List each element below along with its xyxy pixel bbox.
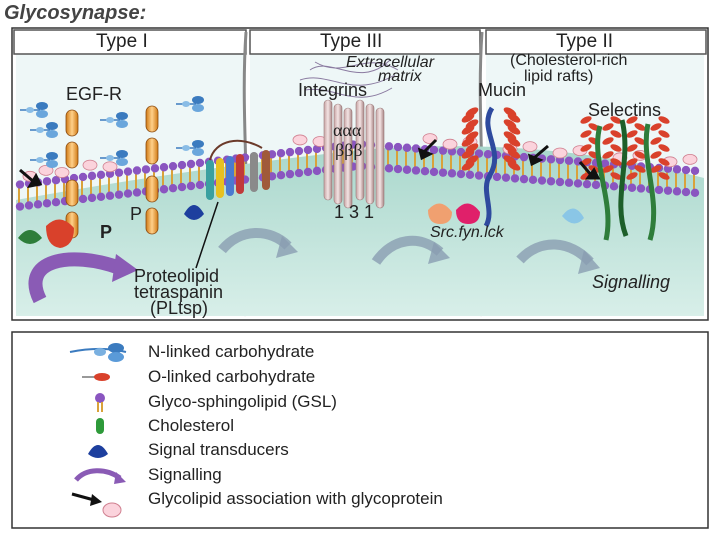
legend-text-gsl: Glyco-sphingolipid (GSL): [148, 392, 337, 411]
glycolipid-association-icon: [71, 492, 122, 518]
label-selectins: Selectins: [588, 100, 662, 120]
cholesterol-icon: [96, 418, 104, 434]
type2-subtitle-line1: (Cholesterol-rich: [510, 52, 628, 69]
n-linked-carbohydrates: [20, 96, 204, 168]
selectins: [595, 119, 657, 241]
legend-text-o-linked: O-linked carbohydrate: [148, 367, 316, 386]
label-beta: βββ: [335, 140, 363, 160]
label-integrin-numbers: 1 3 1: [334, 202, 375, 222]
label-mucin: Mucin: [478, 80, 527, 100]
o-linked-carbohydrate-icon: [82, 373, 110, 381]
label-egfr: EGF-R: [66, 84, 122, 104]
legend-text-signalling: Signalling: [148, 465, 222, 484]
label-integrins: Integrins: [298, 80, 368, 100]
egf-receptor-right: [145, 105, 159, 235]
panel-title-type3: Type III: [320, 31, 383, 52]
proteolipid-pointer: [195, 201, 219, 269]
o-linked-carbohydrates: [461, 107, 670, 180]
label-signalling: Signalling: [592, 272, 671, 292]
header-type2: [485, 29, 707, 55]
label-proteolipid-line3: (PLtsp): [150, 298, 209, 318]
legend-frame: [11, 331, 709, 529]
legend-text-cholesterol: Cholesterol: [148, 416, 234, 435]
tetraspanin-helices: [206, 139, 270, 200]
n-linked-carbohydrate-icon: [69, 343, 127, 362]
label-phosphate-2: P: [130, 204, 143, 224]
label-phosphate-1: P: [100, 222, 113, 242]
glycosphingolipid-icon: [95, 393, 105, 412]
label-extracellular-line1: Extracellular: [346, 54, 435, 71]
label-src-kinases: Src.fyn.lck: [430, 224, 504, 241]
legend-text-n-linked: N-linked carbohydrate: [148, 342, 315, 361]
label-proteolipid-line1: Proteolipid: [134, 266, 220, 286]
type2-subtitle-line2: lipid rafts): [524, 68, 594, 85]
figure-title: Glycosynapse:: [4, 2, 147, 24]
label-extracellular-line2: matrix: [378, 68, 422, 85]
label-alpha: ααα: [333, 120, 362, 140]
signal-transducer-icon: [88, 445, 108, 458]
panel-title-type1: Type I: [96, 31, 148, 52]
signalling-arrows: [28, 228, 600, 304]
panel-title-type2: Type II: [556, 31, 614, 52]
extracellular-matrix-fibers: [299, 59, 399, 98]
legend-icons: [69, 343, 127, 518]
signalling-arrow-icon: [74, 468, 126, 484]
signal-transducers: [18, 203, 584, 248]
integrin-rods: [323, 99, 385, 209]
label-proteolipid-line2: tetraspanin: [134, 282, 224, 302]
association-pointers: [19, 138, 601, 189]
legend-text-signal-transducers: Signal transducers: [148, 440, 289, 459]
legend-mask: [596, 482, 646, 508]
legend-text-glycolipid-association: Glycolipid association with glycoprotein: [148, 489, 443, 508]
mucin-chain: [483, 106, 498, 228]
